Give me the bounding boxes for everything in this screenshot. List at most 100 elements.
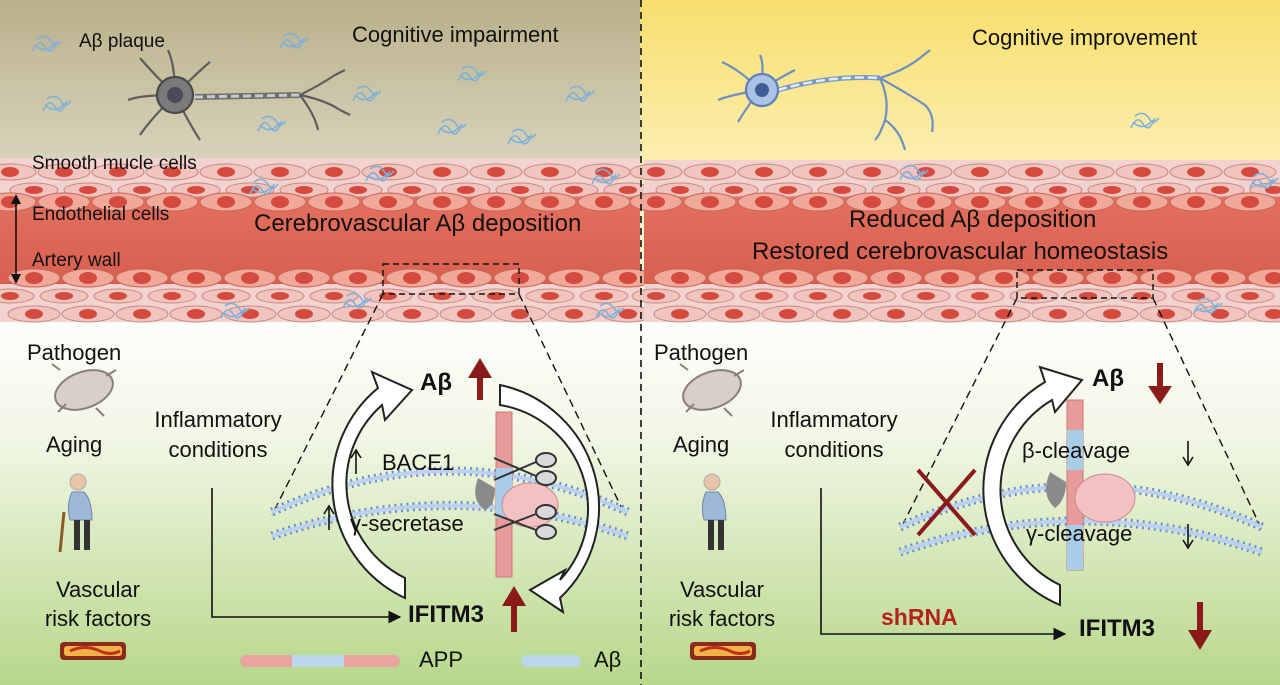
restored-homeostasis-label: Restored cerebrovascular homeostasis (752, 238, 1169, 265)
ab-plaques (32, 32, 1279, 319)
legend-app-bar (240, 655, 400, 667)
cell-nucleus (271, 196, 289, 208)
cell-nucleus (349, 309, 367, 319)
cell-nucleus (863, 292, 881, 300)
cell-nucleus (917, 292, 935, 300)
cell-nucleus (133, 186, 151, 194)
cell-nucleus (295, 309, 313, 319)
pathogen-icon-right (679, 363, 745, 417)
cell-nucleus (833, 186, 851, 194)
cell-nucleus (647, 292, 665, 300)
ab-plaque-squiggle (42, 95, 72, 112)
cell-nucleus (725, 186, 743, 194)
cell-nucleus (1133, 196, 1151, 208)
gamma-secretase-up-arrow (323, 504, 335, 530)
cell-nucleus (619, 309, 637, 319)
cell-nucleus (1133, 167, 1151, 177)
cell-nucleus (187, 272, 205, 284)
cell-nucleus (511, 186, 529, 194)
inflammation-to-ifitm3-left (211, 488, 402, 624)
cell-nucleus (941, 186, 959, 194)
pathogen-label-right: Pathogen (654, 340, 749, 365)
cell-nucleus (887, 272, 905, 284)
cell-nucleus (295, 186, 313, 194)
ab-label-left: Aβ (420, 369, 452, 396)
pathogen-icon-left (51, 363, 117, 417)
zoom-line-right-a (899, 297, 1018, 531)
cell-nucleus (1157, 272, 1175, 284)
cell-nucleus (995, 309, 1013, 319)
cell-nucleus (779, 186, 797, 194)
cell-nucleus (755, 292, 773, 300)
cell-nucleus (403, 309, 421, 319)
cell-nucleus (1025, 167, 1043, 177)
cell-nucleus (595, 292, 613, 300)
cell-nucleus (271, 292, 289, 300)
cell-nucleus (725, 309, 743, 319)
neuron-left (127, 49, 351, 141)
ab-plaque-squiggle (249, 178, 279, 195)
legend-ab-bar (521, 655, 581, 667)
feedback-loop-right (982, 365, 1084, 607)
cell-nucleus (487, 167, 505, 177)
cell-nucleus (541, 292, 559, 300)
cell-nucleus (133, 309, 151, 319)
cell-nucleus (55, 167, 73, 177)
beta-cleavage-label: β-cleavage (1022, 438, 1131, 463)
ab-plaque-squiggle (352, 85, 382, 102)
cell-nucleus (1049, 272, 1067, 284)
elderly-person-icon-left (58, 473, 93, 553)
ifitm3-label-left: IFITM3 (408, 601, 484, 628)
plaque-vessel-icon-left (60, 642, 126, 660)
cell-nucleus (619, 186, 637, 194)
cell-nucleus (701, 167, 719, 177)
app-protein-left (475, 411, 559, 578)
cell-nucleus (55, 292, 73, 300)
pathogen-label-left: Pathogen (27, 340, 122, 365)
cell-nucleus (863, 196, 881, 208)
ab-plaque-squiggle (437, 118, 467, 135)
gamma-secretase-label: γ-secretase (350, 511, 464, 536)
neuron-right (717, 49, 934, 151)
cell-nucleus (671, 309, 689, 319)
cell-nucleus (487, 292, 505, 300)
ab-plaque-squiggle (220, 302, 250, 319)
cell-nucleus (325, 196, 343, 208)
cell-nucleus (25, 309, 43, 319)
cell-nucleus (163, 292, 181, 300)
cell-nucleus (487, 196, 505, 208)
cell-nucleus (971, 196, 989, 208)
cell-nucleus (1079, 292, 1097, 300)
cell-nucleus (349, 186, 367, 194)
gamma-cleavage-down-arrow (1182, 524, 1194, 550)
cell-nucleus (565, 186, 583, 194)
cell-nucleus (271, 167, 289, 177)
aging-label-right: Aging (673, 432, 730, 457)
cell-nucleus (25, 272, 43, 284)
cell-nucleus (1157, 186, 1175, 194)
cell-nucleus (779, 309, 797, 319)
cell-nucleus (809, 196, 827, 208)
artery-wall-label: Artery wall (32, 250, 121, 271)
cell-nucleus (217, 196, 235, 208)
cell-nucleus (565, 272, 583, 284)
ifitm3-label-right: IFITM3 (1079, 615, 1155, 642)
cell-nucleus (1025, 292, 1043, 300)
cell-nucleus (1187, 167, 1205, 177)
cell-nucleus (217, 167, 235, 177)
ab-plaque-squiggle (565, 85, 595, 102)
cell-nucleus (971, 292, 989, 300)
cell-nucleus (25, 186, 43, 194)
cell-nucleus (725, 272, 743, 284)
inflammatory-label-right: Inflammatory conditions (770, 407, 898, 462)
cell-nucleus (403, 186, 421, 194)
smooth-muscle-label: Smooth mucle cells (32, 153, 197, 174)
cell-nucleus (1187, 292, 1205, 300)
cell-nucleus (1211, 186, 1229, 194)
wall-thickness-arrow (11, 194, 21, 284)
cell-membrane-left (270, 466, 630, 541)
cell-nucleus (647, 167, 665, 177)
cell-nucleus (671, 272, 689, 284)
